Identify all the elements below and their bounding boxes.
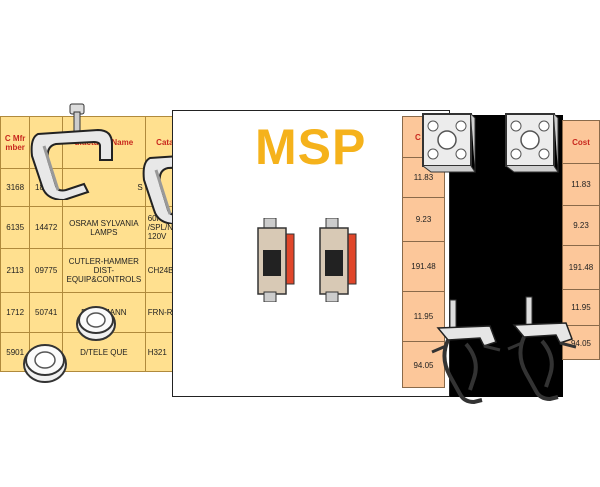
- locknut-icon: [23, 344, 67, 383]
- cost-header: Cost: [572, 137, 590, 147]
- cost-cell: 191.48: [563, 245, 599, 289]
- beam-clamp-icon: [30, 103, 113, 200]
- table-cell: OSRAM SYLVANIA LAMPS: [62, 206, 146, 249]
- cost-column-b: Cost 11.83 9.23 191.48 11.95 94.05: [562, 120, 600, 360]
- table-header-mfr-number: C Mfr mber: [0, 116, 31, 169]
- conduit-hanger-icon: [507, 296, 577, 402]
- cost-cell: 94.05: [403, 341, 444, 389]
- cost-cell: 9.23: [563, 205, 599, 245]
- table-cell: 2113: [0, 248, 31, 293]
- table-cell: D/TELE QUE: [62, 332, 146, 372]
- table-cell: 14472: [29, 206, 64, 249]
- table-cell: 3168: [0, 168, 31, 207]
- conduit-hanger-icon: [431, 299, 501, 405]
- page-title: MSP: [255, 119, 367, 175]
- cost-cell: 191.48: [403, 241, 444, 291]
- cost-cell: 11.83: [563, 163, 599, 205]
- junction-box-icon: [422, 113, 476, 173]
- cost-cell: 11.95: [403, 291, 444, 341]
- junction-box-icon: [505, 113, 559, 173]
- toggle-switch-icon: [257, 218, 295, 302]
- locknut-icon: [76, 306, 116, 341]
- table-cell: CUTLER-HAMMER DIST-EQUIP&CONTROLS: [62, 248, 146, 293]
- cost-cell: 94.05: [563, 325, 599, 361]
- table-cell: 1712: [0, 292, 31, 333]
- table-row: 2113 09775 CUTLER-HAMMER DIST-EQUIP&CONT…: [0, 248, 186, 293]
- table-cell: 6135: [0, 206, 31, 249]
- toggle-switch-icon: [319, 218, 357, 302]
- cost-cell: 11.95: [563, 289, 599, 325]
- cost-header: C: [415, 132, 421, 142]
- table-cell: 50741: [29, 292, 64, 333]
- cost-cell: 9.23: [403, 197, 444, 241]
- table-cell: 09775: [29, 248, 64, 293]
